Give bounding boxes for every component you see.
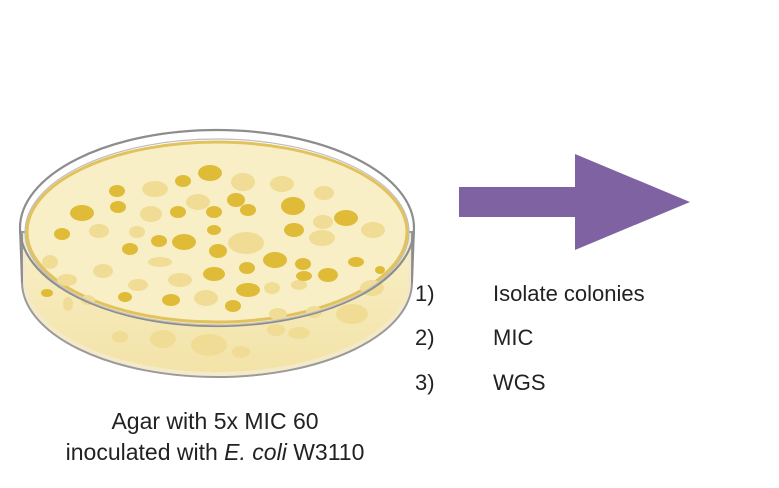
colony (89, 224, 109, 238)
caption-line-1: Agar with 5x MIC 60 (111, 408, 319, 434)
colony (295, 258, 311, 270)
colony (207, 225, 221, 235)
colony (264, 282, 280, 294)
step-2-number: 2) (415, 325, 435, 350)
colony (309, 230, 335, 246)
right-arrow-icon (459, 154, 690, 250)
petri-dish-icon (18, 128, 416, 378)
colony (70, 205, 94, 221)
colony (296, 271, 312, 281)
colony (267, 324, 285, 336)
colony (186, 194, 210, 210)
dish-caption: Agar with 5x MIC 60 inoculated with E. c… (0, 406, 430, 468)
colony (375, 266, 385, 274)
colony (150, 330, 176, 348)
dish-lid-inner (24, 138, 410, 326)
colony (348, 257, 364, 267)
colony (112, 331, 128, 343)
dish-lid (18, 128, 416, 328)
colony (41, 289, 53, 297)
colony (54, 228, 70, 240)
colony (140, 206, 162, 222)
colony (128, 279, 148, 291)
colony (313, 215, 333, 229)
colony (206, 206, 222, 218)
colony (227, 193, 245, 207)
colony (175, 175, 191, 187)
organism-name: E. coli (224, 439, 287, 465)
colony (110, 201, 126, 213)
dish-lid-left-edge (19, 229, 23, 284)
colony (170, 206, 186, 218)
colony (172, 234, 196, 250)
colony (318, 268, 338, 282)
caption-line-2: inoculated with E. coli W3110 (65, 439, 365, 465)
colony (263, 252, 287, 268)
colony (336, 304, 368, 324)
colony (191, 334, 227, 356)
colony (142, 181, 168, 197)
colony (231, 173, 255, 191)
colony (228, 232, 264, 254)
colony (118, 292, 132, 302)
colony (129, 226, 145, 238)
colony (225, 300, 241, 312)
colony (236, 283, 260, 297)
colony (203, 267, 225, 281)
colony (209, 244, 227, 258)
colony (63, 297, 73, 311)
step-3-number: 3) (415, 370, 435, 395)
colony (162, 294, 180, 306)
colony (288, 327, 310, 339)
colony (334, 210, 358, 226)
step-3-label: WGS (493, 370, 546, 395)
colony (361, 222, 385, 238)
colony (93, 264, 113, 278)
colony (269, 308, 287, 320)
colony (109, 185, 125, 197)
colony (314, 186, 334, 200)
colony (122, 243, 138, 255)
step-1-number: 1) (415, 281, 435, 306)
colony (151, 235, 167, 247)
colony (281, 197, 305, 215)
colony (148, 257, 172, 267)
colony (42, 255, 58, 269)
colony (194, 290, 218, 306)
colony (232, 346, 250, 358)
colony (198, 165, 222, 181)
colony (284, 223, 304, 237)
dish-lid-right-edge (411, 229, 415, 284)
colony (168, 273, 192, 287)
colony (240, 204, 256, 216)
colony (291, 280, 307, 290)
step-2-label: MIC (493, 325, 534, 350)
step-1-label: Isolate colonies (493, 281, 645, 306)
colony (239, 262, 255, 274)
colony (57, 274, 77, 286)
colony (270, 176, 294, 192)
